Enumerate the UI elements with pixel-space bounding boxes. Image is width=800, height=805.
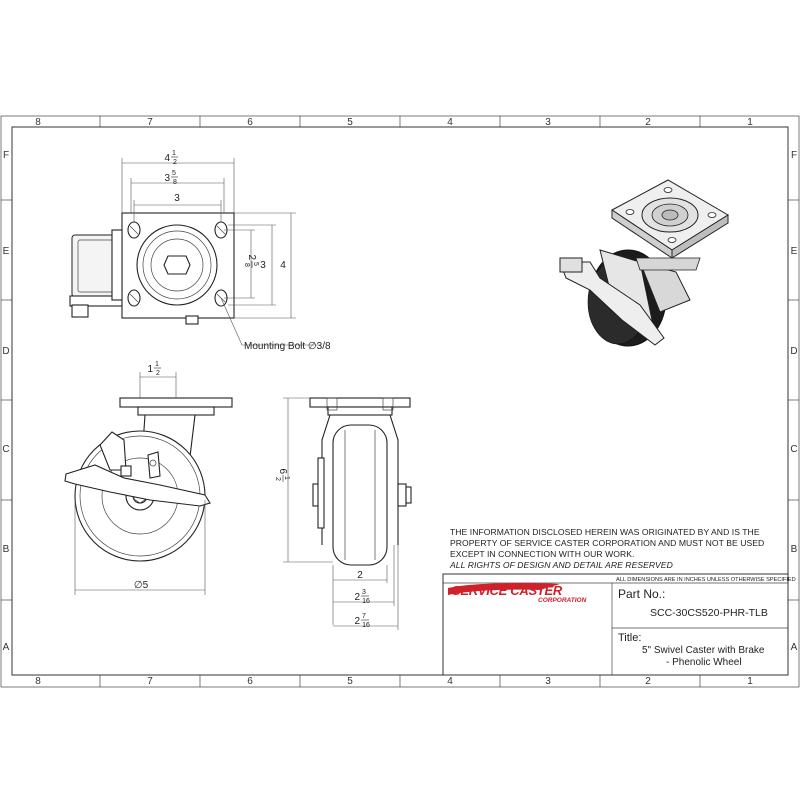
proprietary-notice: THE INFORMATION DISCLOSED HEREIN WAS ORI… xyxy=(450,527,770,571)
dim-offset-whole: 1 xyxy=(147,364,153,375)
zone-col-label: 3 xyxy=(545,676,551,687)
dim-offset-den: 2 xyxy=(156,370,160,377)
mount-plate xyxy=(119,397,233,408)
title-label: Title: xyxy=(618,632,642,644)
dim-side-height: 4 xyxy=(280,260,286,271)
end-wheel xyxy=(332,424,388,566)
dim-side-inner-whole: 2 xyxy=(246,254,257,260)
top-view xyxy=(69,158,320,346)
title-line-1: 5" Swivel Caster with Brake xyxy=(642,645,765,656)
zone-row-label: D xyxy=(790,346,797,357)
notice-line: EXCEPT IN CONNECTION WITH OUR WORK. xyxy=(450,549,635,559)
zone-row-label: E xyxy=(3,246,10,257)
zone-row-label: F xyxy=(3,150,9,161)
dim-height-whole: 6 xyxy=(277,468,288,474)
dim-hub-b-whole: 2 xyxy=(354,616,360,627)
zone-column-labels-top: 8 7 6 5 4 3 2 1 xyxy=(35,117,753,128)
kingpin-hex xyxy=(163,255,191,275)
zone-row-label: A xyxy=(791,642,798,653)
dim-hub-a-whole: 2 xyxy=(354,592,360,603)
dim-side-inner-num: 5 xyxy=(252,262,259,266)
zone-col-label: 6 xyxy=(247,117,253,128)
notice-line: ALL RIGHTS OF DESIGN AND DETAIL ARE RESE… xyxy=(450,560,673,570)
dim-top-inner-num: 5 xyxy=(172,170,176,177)
dim-top-inner-den: 8 xyxy=(173,179,177,186)
zone-row-label: C xyxy=(790,444,797,455)
title-block xyxy=(442,573,789,676)
zone-col-label: 2 xyxy=(645,117,651,128)
logo-main-text: SERVICE CASTER xyxy=(452,583,563,598)
side-elevation-dimensions: 1 1 2 ∅5 xyxy=(134,361,161,591)
zone-row-label: F xyxy=(791,150,797,161)
dim-height-den: 2 xyxy=(274,477,281,481)
zone-col-label: 1 xyxy=(747,117,753,128)
dim-hub-b-den: 16 xyxy=(362,622,370,629)
dim-side-bolt: 3 xyxy=(260,260,266,271)
zone-column-labels-bottom: 8 7 6 5 4 3 2 1 xyxy=(35,676,753,687)
dim-hub-a-num: 3 xyxy=(362,589,366,596)
title-line-2: - Phenolic Wheel xyxy=(666,657,742,668)
zone-col-label: 5 xyxy=(347,676,353,687)
dim-side-inner-den: 8 xyxy=(243,263,250,267)
zone-col-label: 5 xyxy=(347,117,353,128)
zone-col-label: 7 xyxy=(147,117,153,128)
logo-sub-text: CORPORATION xyxy=(538,597,587,604)
dim-hub-a-den: 16 xyxy=(362,598,370,605)
zone-ticks xyxy=(1,116,799,687)
units-note: ALL DIMENSIONS ARE IN INCHES UNLESS OTHE… xyxy=(616,577,796,583)
dim-height-num: 1 xyxy=(283,476,290,480)
notice-line: PROPERTY OF SERVICE CASTER CORPORATION A… xyxy=(450,538,765,548)
end-view xyxy=(283,397,412,630)
title-block-frame xyxy=(442,573,789,676)
side-elevation-view xyxy=(64,372,233,595)
zone-row-label: E xyxy=(791,246,798,257)
zone-row-label: A xyxy=(3,642,10,653)
zone-row-label: B xyxy=(791,544,798,555)
zone-col-label: 4 xyxy=(447,117,453,128)
logo-swoosh xyxy=(448,583,560,595)
dim-offset-num: 1 xyxy=(155,361,159,368)
zone-col-label: 2 xyxy=(645,676,651,687)
axle-nut-end xyxy=(397,483,407,507)
isometric-view xyxy=(559,179,729,347)
dim-top-width-den: 2 xyxy=(173,159,177,166)
dim-top-width-num: 1 xyxy=(172,150,176,157)
zone-col-label: 3 xyxy=(545,117,551,128)
zone-col-label: 8 xyxy=(35,117,41,128)
brake-plate-end xyxy=(317,457,325,529)
zone-col-label: 6 xyxy=(247,676,253,687)
zone-row-labels-right: F E D C B A xyxy=(790,150,797,653)
end-mount-plate xyxy=(309,397,411,408)
part-no-label: Part No.: xyxy=(618,587,666,601)
top-view-dimensions: 4 1 2 3 5 8 3 2 5 8 3 4 Mounting Bolt ∅3… xyxy=(164,150,331,352)
mounting-bolt-leader xyxy=(220,297,320,346)
dim-mounting-bolt: Mounting Bolt ∅3/8 xyxy=(244,341,331,352)
zone-row-label: B xyxy=(3,544,10,555)
dim-top-inner-whole: 3 xyxy=(164,173,170,184)
dim-top-bolt: 3 xyxy=(174,193,180,204)
part-number: SCC-30CS520-PHR-TLB xyxy=(650,607,768,619)
end-view-dimensions: 6 1 2 2 2 3 16 2 7 16 xyxy=(274,468,370,629)
dim-top-width-whole: 4 xyxy=(164,153,170,164)
brake-arm xyxy=(99,431,127,471)
notice-line: THE INFORMATION DISCLOSED HEREIN WAS ORI… xyxy=(450,527,760,537)
zone-row-label: C xyxy=(2,444,9,455)
zone-col-label: 1 xyxy=(747,676,753,687)
dim-wheel-width: 2 xyxy=(357,570,363,581)
dim-hub-b-num: 7 xyxy=(362,613,366,620)
dim-wheel-diameter: ∅5 xyxy=(134,580,149,591)
zone-col-label: 8 xyxy=(35,676,41,687)
iso-brake-lever xyxy=(559,261,665,346)
zone-col-label: 7 xyxy=(147,676,153,687)
zone-row-labels-left: F E D C B A xyxy=(2,150,9,653)
zone-col-label: 4 xyxy=(447,676,453,687)
zone-row-label: D xyxy=(2,346,9,357)
